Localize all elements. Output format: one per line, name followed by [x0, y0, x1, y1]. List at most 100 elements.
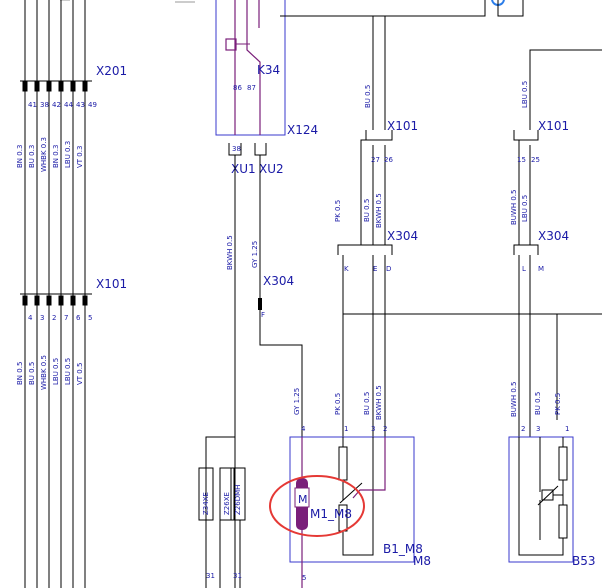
svg-text:42: 42	[52, 101, 61, 109]
svg-text:1: 1	[565, 425, 569, 433]
svg-text:PK 0.5: PK 0.5	[334, 393, 342, 415]
x101-mid-pin-26: 26	[384, 156, 393, 164]
svg-text:LBU 0.3: LBU 0.3	[64, 141, 72, 168]
svg-text:38: 38	[40, 101, 49, 109]
x304-mid-pin: F	[261, 311, 265, 319]
svg-text:BU 0.5: BU 0.5	[363, 392, 371, 415]
xu2-label: XU2	[259, 162, 284, 176]
x304-mid-label: X304	[263, 274, 294, 288]
svg-text:BUWH 0.5: BUWH 0.5	[510, 382, 518, 417]
wire-lbu-top-right: LBU 0.5	[521, 81, 529, 108]
left-wire-bundle	[24, 0, 86, 588]
svg-text:BU 0.3: BU 0.3	[28, 145, 36, 168]
x101-mid-pin-27: 27	[371, 156, 380, 164]
svg-text:BKWH 0.5: BKWH 0.5	[375, 385, 383, 420]
svg-text:WHBK 0.5: WHBK 0.5	[40, 355, 48, 390]
x124-module-outline	[215, 0, 286, 136]
x304-b1-connector[interactable]	[337, 244, 393, 255]
svg-text:49: 49	[88, 101, 97, 109]
svg-text:1: 1	[344, 425, 348, 433]
k34-pin-87: 87	[247, 84, 256, 92]
svg-text:PK 0.5: PK 0.5	[334, 200, 342, 222]
wire-bkwh-center: BKWH 0.5	[226, 235, 234, 270]
svg-text:BKWH 0.5: BKWH 0.5	[375, 193, 383, 228]
svg-text:K: K	[344, 265, 349, 273]
b53-bottom-wire-labels: BUWH 0.5 BU 0.5 PK 0.5	[510, 382, 562, 417]
svg-text:2: 2	[52, 314, 56, 322]
svg-text:6: 6	[76, 314, 81, 322]
svg-text:7: 7	[64, 314, 68, 322]
x304-right-pin-l: L	[522, 265, 526, 273]
svg-text:PK 0.5: PK 0.5	[554, 393, 562, 415]
b53-label: B53	[572, 554, 596, 568]
b1-column-wires	[342, 16, 386, 437]
b53-pin-labels: 2 3 1	[521, 425, 569, 433]
wire-gy-bottom: GY 1.25	[293, 388, 301, 415]
svg-text:BN 0.3: BN 0.3	[52, 145, 60, 168]
x304-mid-connector[interactable]	[258, 298, 262, 310]
svg-text:3: 3	[371, 425, 375, 433]
fuse-labels: Z34XE Z26XE Z26DMH	[202, 485, 242, 515]
top-left-wire-labels: BN 0.3 BU 0.3 WHBK 0.3 BN 0.3 LBU 0.3 VT…	[16, 137, 84, 172]
x201-label: X201	[96, 64, 127, 78]
motor-symbol[interactable]: M	[294, 478, 310, 530]
x101-mid-connector[interactable]	[365, 130, 393, 141]
xu1-label: XU1	[231, 162, 256, 176]
b1-bottom-wire-labels: PK 0.5 BU 0.5 BKWH 0.5	[334, 385, 383, 420]
x101-right-pin-25: 25	[531, 156, 540, 164]
svg-text:41: 41	[28, 101, 37, 109]
x101-left-connector[interactable]	[20, 293, 92, 306]
xu1-pin: 38	[232, 145, 241, 153]
svg-text:4: 4	[28, 314, 33, 322]
svg-text:5: 5	[88, 314, 92, 322]
highlight-circle	[269, 475, 365, 537]
motor-label: M1_M8	[310, 507, 352, 521]
svg-text:44: 44	[64, 101, 73, 109]
svg-text:4: 4	[301, 425, 306, 433]
svg-text:LBU 0.5: LBU 0.5	[64, 358, 72, 385]
svg-text:BU 0.5: BU 0.5	[363, 199, 371, 222]
b1-m8-component[interactable]	[289, 436, 415, 588]
x201-pin-labels: 41 38 42 44 43 49	[28, 101, 97, 109]
wire-gy-top: GY 1.25	[251, 241, 259, 268]
toolbar-remnants	[60, 0, 505, 6]
b1-top-wire-labels: PK 0.5 BU 0.5 BKWH 0.5	[334, 193, 383, 228]
x101-left-label: X101	[96, 277, 127, 291]
bottom-left-wire-labels: BN 0.5 BU 0.5 WHBK 0.5 LBU 0.5 LBU 0.5 V…	[16, 355, 84, 390]
x124-label: X124	[287, 123, 318, 137]
svg-text:E: E	[373, 265, 377, 273]
svg-text:3: 3	[40, 314, 44, 322]
svg-text:Z26DMH: Z26DMH	[234, 485, 242, 515]
b1-pin-bottom: 5	[302, 574, 306, 582]
center-wires	[205, 155, 303, 588]
x101-right-connector[interactable]	[513, 130, 539, 141]
svg-text:BUWH 0.5: BUWH 0.5	[510, 190, 518, 225]
x201-connector[interactable]	[20, 80, 92, 92]
x304-right-connector[interactable]	[513, 244, 539, 255]
fuse-block[interactable]	[198, 467, 246, 588]
svg-text:BU 0.5: BU 0.5	[534, 392, 542, 415]
svg-text:BN 0.3: BN 0.3	[16, 145, 24, 168]
x101-right-pin-15: 15	[517, 156, 526, 164]
k34-pin-86: 86	[233, 84, 242, 92]
svg-text:VT 0.3: VT 0.3	[76, 146, 84, 168]
x304-b1-pin-labels: K E D	[344, 265, 391, 273]
svg-text:2: 2	[383, 425, 387, 433]
x304-right-label: X304	[538, 229, 569, 243]
x304-b1-label: X304	[387, 229, 418, 243]
x101-mid-label: X101	[387, 119, 418, 133]
fuse-pin-right: 31	[233, 572, 242, 580]
svg-text:43: 43	[76, 101, 85, 109]
wire-bu-top-mid: BU 0.5	[364, 85, 372, 108]
svg-text:BN 0.5: BN 0.5	[16, 362, 24, 385]
svg-text:2: 2	[521, 425, 525, 433]
svg-text:LBU 0.5: LBU 0.5	[52, 358, 60, 385]
motor-letter: M	[298, 493, 308, 506]
b53-component[interactable]	[508, 436, 574, 563]
svg-text:BU 0.5: BU 0.5	[28, 362, 36, 385]
k34-relay[interactable]	[225, 38, 250, 51]
svg-text:D: D	[386, 265, 391, 273]
b53-column-wires	[518, 50, 531, 437]
b1-suffix: M8	[413, 554, 431, 568]
